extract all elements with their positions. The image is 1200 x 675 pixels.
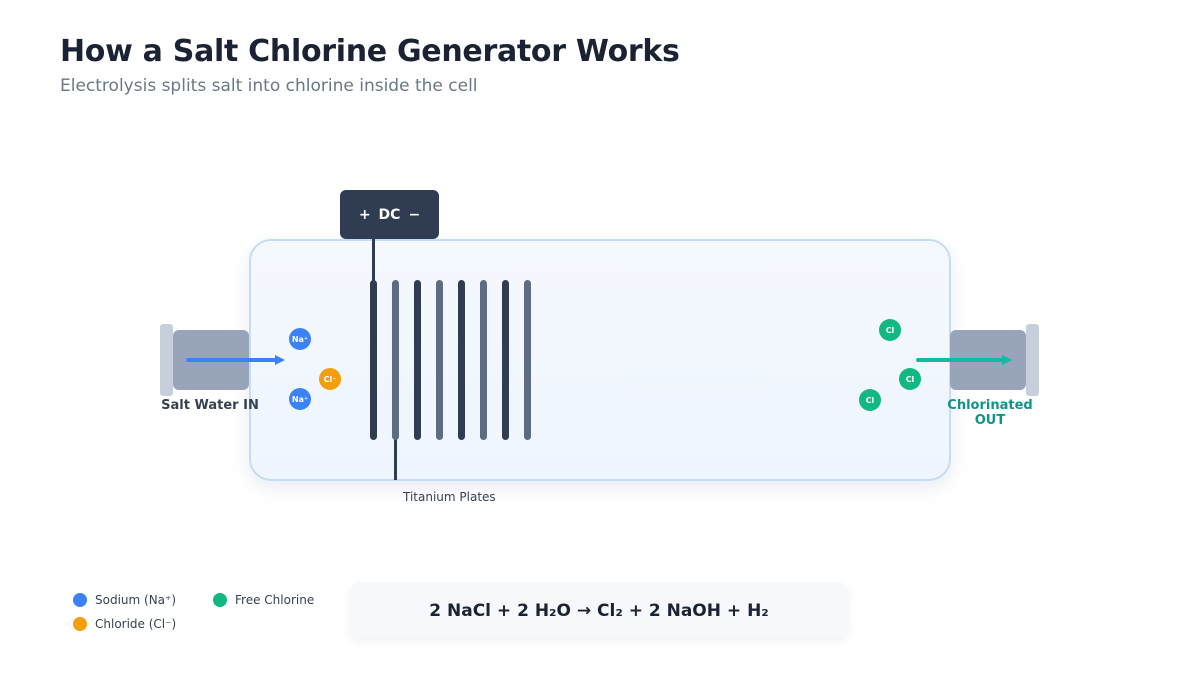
chlorine-dot-icon [213, 593, 227, 607]
outlet-label: Chlorinated OUT [940, 398, 1040, 428]
outlet-flow-arrow-icon [916, 355, 1012, 365]
electrolytic-cell [249, 239, 951, 481]
outlet-label-line1: Chlorinated [947, 398, 1033, 413]
outlet-label-line2: OUT [974, 413, 1006, 428]
legend-chlorine-label: Free Chlorine [235, 593, 315, 607]
outlet-flange [1026, 324, 1039, 396]
legend-chloride-label: Chloride (Cl⁻) [95, 617, 177, 631]
titanium-plate [414, 280, 421, 440]
dc-power-supply: + DC − [340, 190, 439, 239]
plate-lead-wire [394, 438, 397, 480]
page-title: How a Salt Chlorine Generator Works [60, 34, 680, 69]
titanium-plate [370, 280, 377, 440]
positive-wire [372, 239, 375, 281]
titanium-plate [480, 280, 487, 440]
titanium-plate [458, 280, 465, 440]
negative-terminal-label: − [408, 206, 421, 223]
titanium-plate [524, 280, 531, 440]
titanium-plate [502, 280, 509, 440]
chlorine-molecule: Cl [859, 389, 881, 411]
dc-label: DC [378, 206, 401, 223]
reaction-equation: 2 NaCl + 2 H₂O → Cl₂ + 2 NaOH + H₂ [350, 583, 848, 638]
legend-chloride: Chloride (Cl⁻) [73, 617, 176, 631]
legend-chlorine: Free Chlorine [213, 593, 314, 607]
positive-terminal-label: + [358, 206, 371, 223]
page-subtitle: Electrolysis splits salt into chlorine i… [60, 76, 478, 96]
sodium-ion: Na⁺ [289, 328, 311, 350]
chlorine-molecule: Cl [879, 319, 901, 341]
inlet-flange [160, 324, 173, 396]
chloride-dot-icon [73, 617, 87, 631]
legend-sodium-label: Sodium (Na⁺) [95, 593, 177, 607]
chloride-ion: Cl⁻ [319, 368, 341, 390]
inlet-label: Salt Water IN [161, 398, 259, 413]
sodium-ion: Na⁺ [289, 388, 311, 410]
legend-sodium: Sodium (Na⁺) [73, 593, 176, 607]
sodium-dot-icon [73, 593, 87, 607]
titanium-plate [392, 280, 399, 440]
chlorine-molecule: Cl [899, 368, 921, 390]
titanium-plate [436, 280, 443, 440]
titanium-plates-label: Titanium Plates [403, 490, 496, 504]
inlet-flow-arrow-icon [186, 355, 285, 365]
